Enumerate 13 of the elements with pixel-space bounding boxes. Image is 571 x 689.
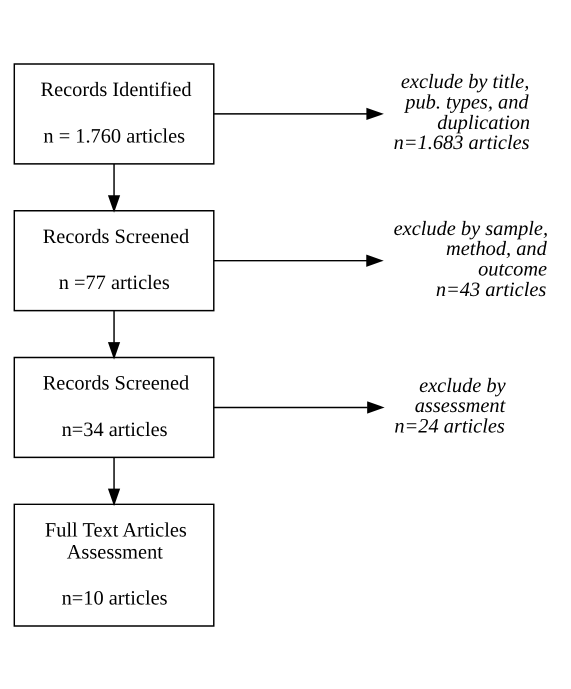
node-text: exclude by title, pub. types, and duplication n=1.683 articles: [394, 70, 530, 154]
arrow: [108, 164, 120, 212]
arrow: [214, 107, 384, 120]
node-box: Records Identified n = 1.760 articles: [14, 62, 215, 164]
node-box: Records Screened n =77 articles: [14, 210, 215, 311]
arrow: [214, 400, 385, 414]
node-box: Full Text Articles Assessment n=10 articles: [14, 503, 215, 626]
node-text: exclude by sample, method, and outcome n=43 articles: [394, 217, 548, 300]
node-text: exclude by assessment n=24 articles: [394, 374, 506, 438]
arrow: [108, 310, 120, 360]
arrow: [108, 456, 120, 506]
node-box: Records Screened n=34 articles: [14, 356, 215, 458]
arrow: [214, 254, 384, 266]
